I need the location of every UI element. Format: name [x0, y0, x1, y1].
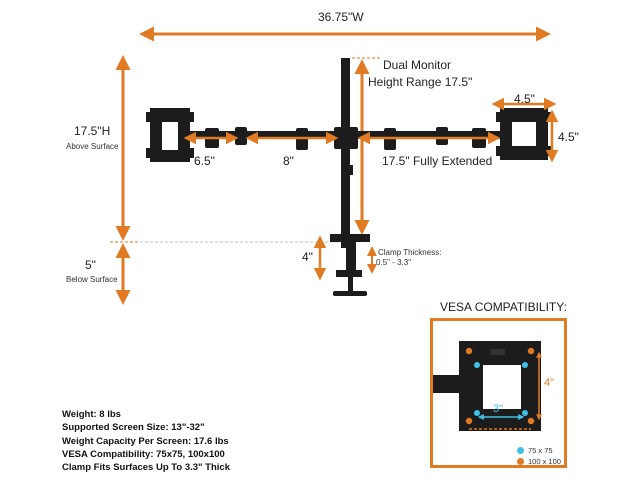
left-vesa-plate [146, 108, 194, 162]
total-width-label: 36.75"W [318, 10, 364, 24]
spec-vesa: VESA Compatibility: 75x75, 100x100 [62, 448, 225, 460]
legend-100-dot [517, 458, 524, 465]
clamp-thickness-line1: Clamp Thickness: [378, 248, 442, 257]
clamp-thickness-line2: 0.5" - 3.3" [376, 258, 412, 267]
arm-inner-label: 6.5" [194, 154, 215, 168]
legend-100-label: 100 x 100 [528, 457, 561, 466]
vesa-inset: 3" 4" 75 x 75 100 x 100 [430, 318, 567, 468]
spec-clamp: Clamp Fits Surfaces Up To 3.3" Thick [62, 462, 230, 474]
vesa-height-label: 4" [544, 377, 555, 389]
specs-list: Weight: 8 lbs Supported Screen Size: 13"… [62, 408, 230, 474]
plate-width-label: 4.5" [514, 92, 535, 106]
clamp-height-label: 4" [302, 250, 313, 264]
above-surface-label: Above Surface [66, 142, 119, 151]
vesa-title: VESA COMPATIBILITY: [440, 300, 567, 314]
mount-pole [341, 58, 350, 248]
legend-75-dot [517, 447, 524, 454]
right-vesa-plate [496, 108, 552, 160]
below-surface-label: Below Surface [66, 275, 118, 284]
plate-height-label: 4.5" [558, 130, 579, 144]
spec-weight-capacity: Weight Capacity Per Screen: 17.6 lbs [62, 435, 229, 447]
legend-75-label: 75 x 75 [528, 446, 553, 455]
spec-weight: Weight: 8 lbs [62, 409, 121, 420]
height-range-line1: Dual Monitor [383, 58, 452, 72]
vesa-plate-drawing [433, 341, 542, 431]
above-height-label: 17.5"H [74, 124, 111, 138]
arm-extended-label: 17.5" Fully Extended [382, 154, 493, 168]
vesa-width-label: 3" [493, 403, 504, 415]
arm-mid-label: 8" [283, 154, 294, 168]
below-height-label: 5" [85, 258, 96, 272]
spec-screen-size: Supported Screen Size: 13"-32" [62, 422, 205, 434]
desk-clamp [330, 234, 370, 296]
height-range-line2: Height Range 17.5" [368, 75, 473, 89]
